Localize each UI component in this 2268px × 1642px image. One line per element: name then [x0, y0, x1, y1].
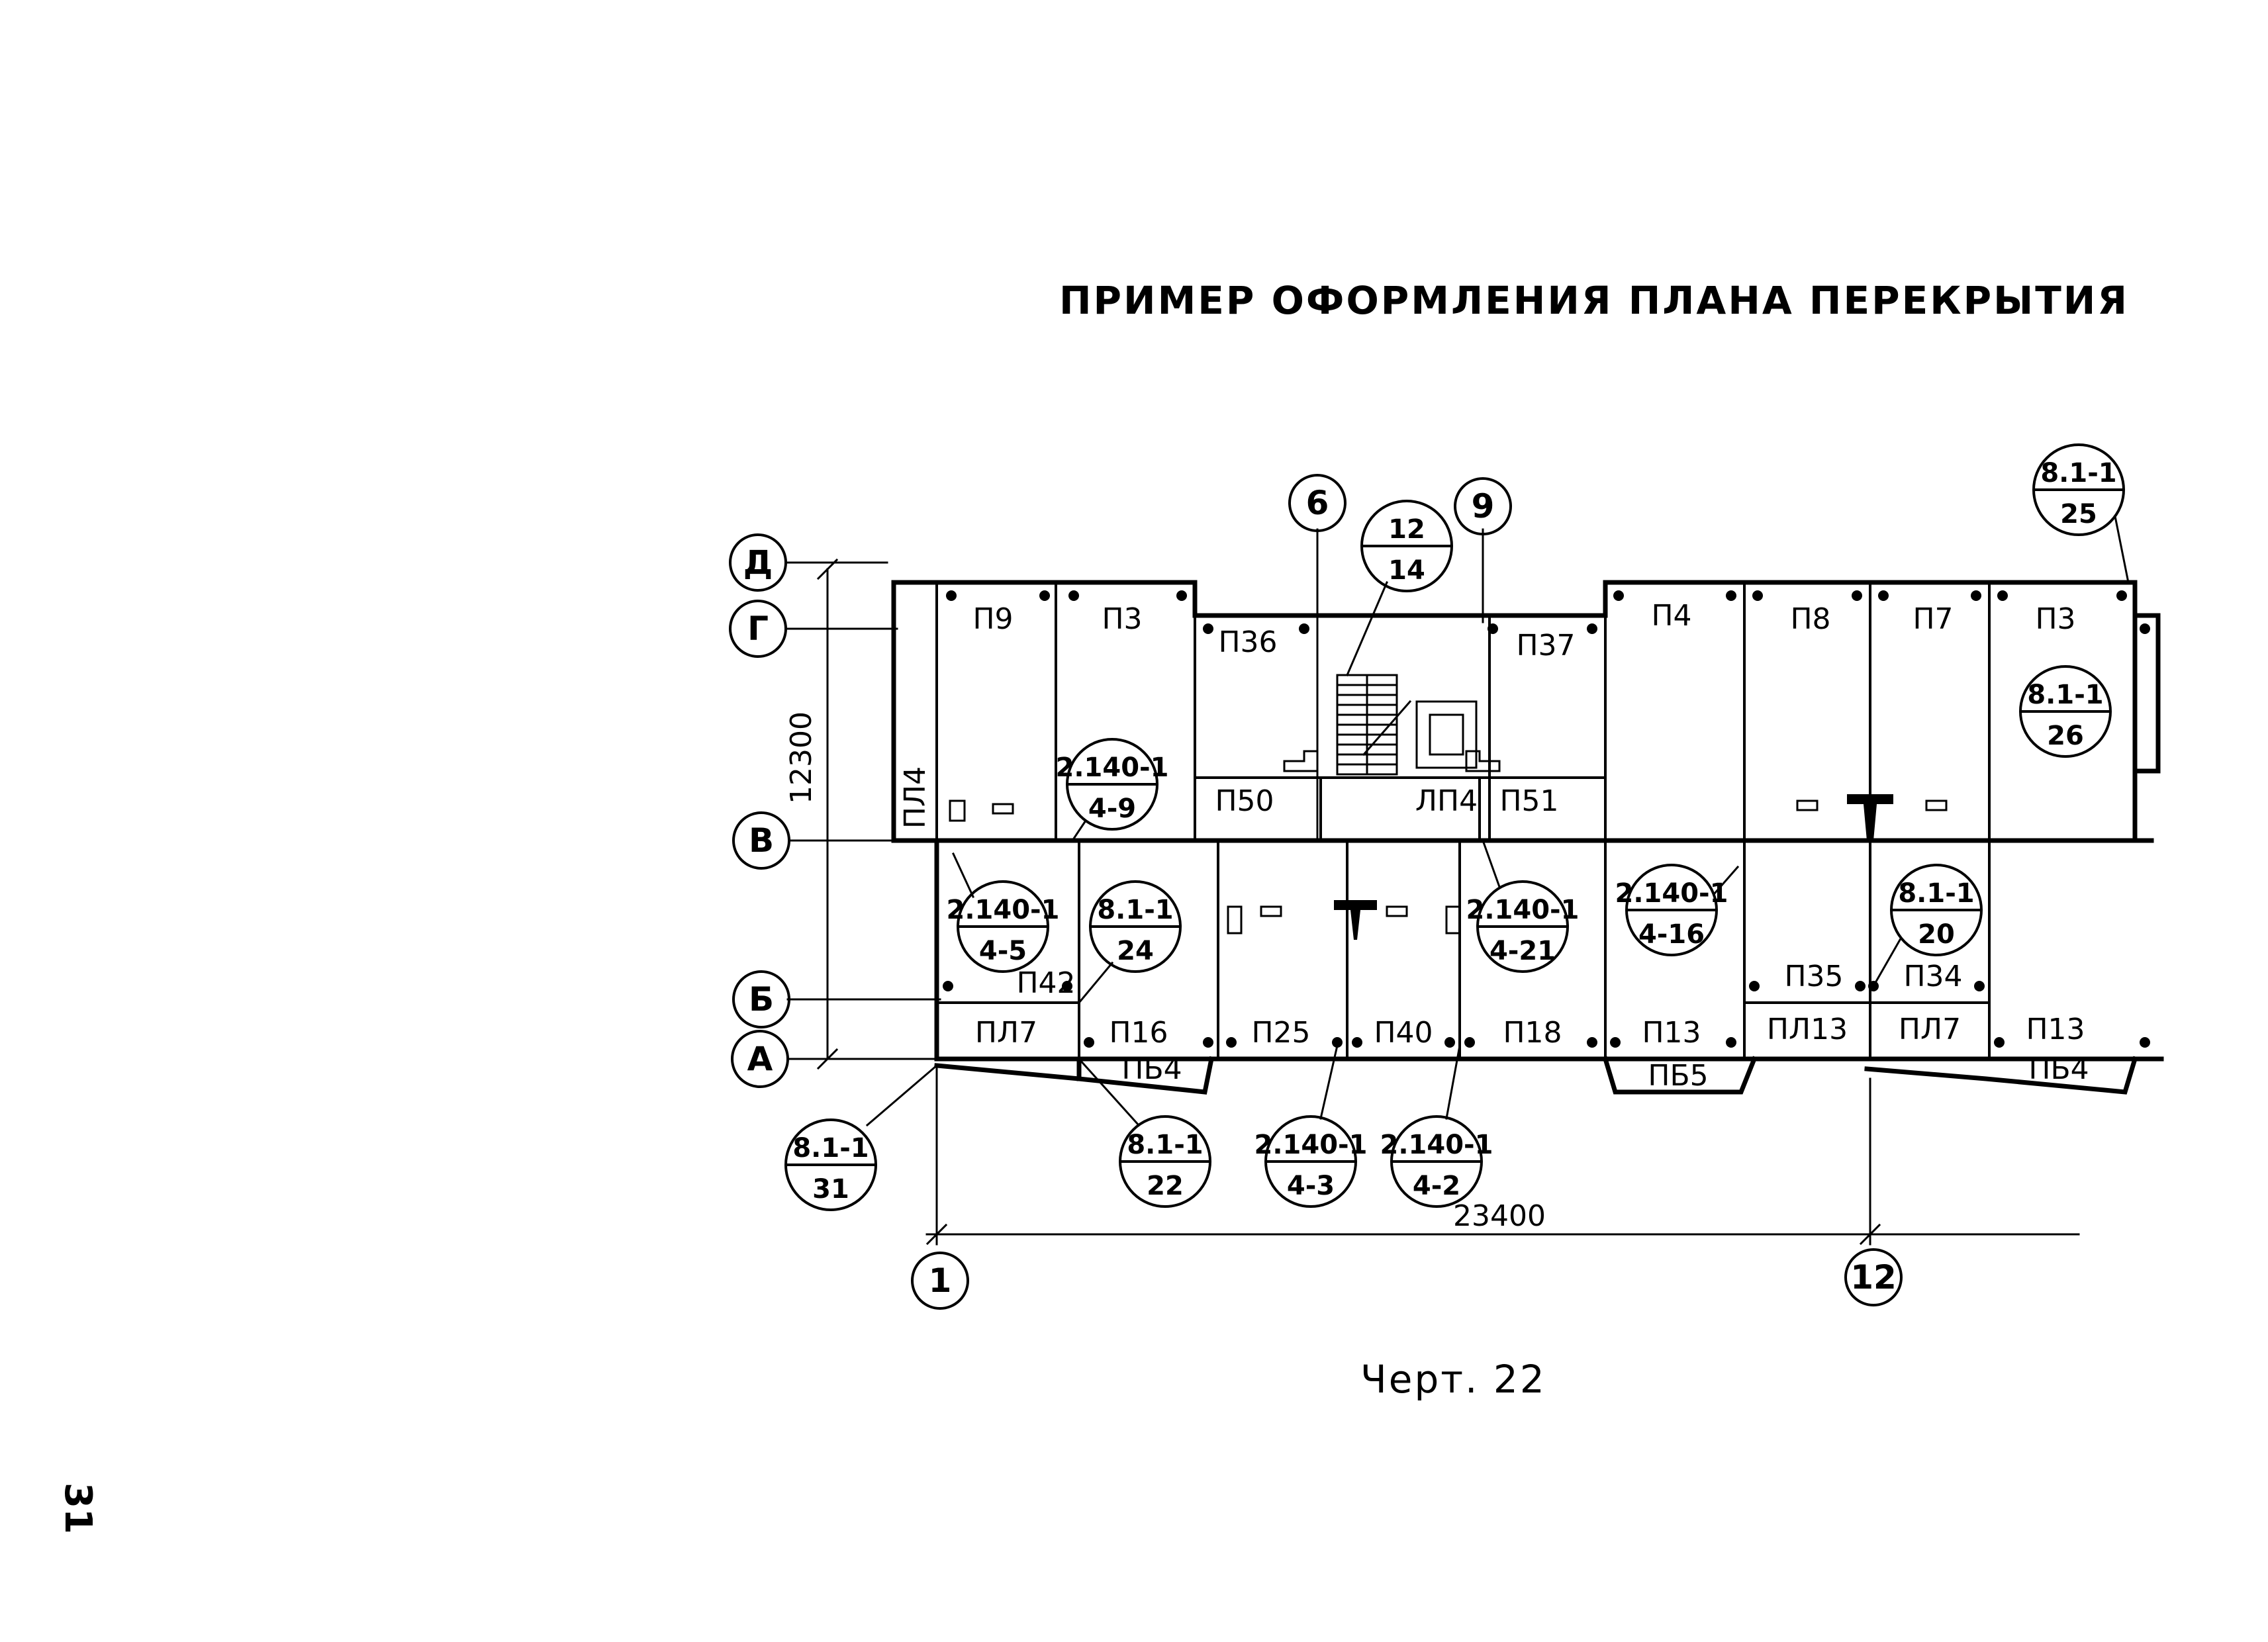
panel-label: П3	[2035, 602, 2075, 636]
column-heads	[1334, 794, 1893, 940]
ref-bottom: 26	[2047, 721, 2084, 751]
panel-label: П3	[1102, 602, 1142, 636]
ref-bottom: 14	[1388, 555, 1425, 586]
panel-label: П42	[1016, 966, 1075, 1000]
panel-label: П50	[1215, 784, 1274, 818]
ref-top: 8.1-1	[1097, 895, 1173, 925]
ref-top: 2.140-1	[1380, 1130, 1493, 1160]
stair-elevator	[1283, 674, 1501, 776]
ref-top: 2.140-1	[1056, 753, 1169, 783]
ref-bottom: 20	[1918, 919, 1955, 950]
panel-label: П7	[1913, 602, 1953, 636]
panel-label: П34	[1903, 960, 1962, 993]
grid-lines	[786, 528, 2080, 1246]
bearing-points	[943, 590, 2150, 1048]
axis-label-1: 1	[929, 1261, 952, 1300]
openings	[949, 799, 1948, 935]
ref-top: 8.1-1	[792, 1133, 869, 1163]
ref-bottom: 4-2	[1413, 1171, 1460, 1201]
ref-bottom: 22	[1147, 1171, 1184, 1201]
ref-bottom: 24	[1117, 936, 1154, 966]
panel-label: П35	[1784, 960, 1843, 993]
ref-top: 8.1-1	[1898, 878, 1974, 909]
ref-top: 2.140-1	[947, 895, 1060, 925]
drawing-title: ПРИМЕР ОФОРМЛЕНИЯ ПЛАНА ПЕРЕКРЫТИЯ	[1059, 278, 2130, 323]
ref-bottom: 4-21	[1489, 936, 1556, 966]
ref-bottom: 4-16	[1638, 919, 1705, 950]
panel-label: ПЛ13	[1767, 1013, 1848, 1046]
axis-bubbles	[729, 474, 1903, 1310]
ref-bottom: 31	[812, 1174, 849, 1205]
axis-label-a: А	[747, 1040, 773, 1078]
panel-label: П13	[2026, 1013, 2085, 1046]
panel-label: П40	[1374, 1016, 1433, 1050]
walls	[891, 580, 2164, 1095]
panel-label: П13	[1642, 1016, 1701, 1050]
panel-label: П37	[1516, 629, 1575, 662]
panel-labels: П9 П3 П36 П37 П4 П8 П7 П3 ПЛ4 П50 ЛП4 П5…	[898, 599, 2089, 1093]
panel-label: П16	[1109, 1016, 1168, 1050]
panel-label: ПЛ7	[1899, 1013, 1961, 1046]
axis-label-6: 6	[1306, 484, 1329, 522]
ref-top: 8.1-1	[1127, 1130, 1203, 1160]
panel-label: ПЛ7	[975, 1016, 1037, 1050]
axis-label-g: Г	[747, 610, 769, 648]
panel-label: П4	[1651, 599, 1691, 633]
ref-top: 2.140-1	[1466, 895, 1580, 925]
ref-bottom: 4-9	[1088, 794, 1136, 824]
axis-labels: Д Г В Б А 1 6 9 12	[743, 484, 1897, 1300]
panel-label: ПБ4	[2028, 1052, 2089, 1086]
panel-label: П18	[1503, 1016, 1562, 1050]
ref-bottom: 25	[2060, 499, 2097, 529]
reference-bubbles	[784, 443, 2125, 1211]
panel-label: ПЛ4	[898, 766, 932, 829]
ref-top: 2.140-1	[1615, 878, 1728, 909]
axis-label-d: Д	[743, 543, 773, 582]
panel-label: П25	[1251, 1016, 1310, 1050]
panel-label: ПБ5	[1648, 1059, 1708, 1093]
ref-top: 12	[1388, 514, 1425, 545]
leader-lines	[865, 515, 2130, 1127]
reference-texts: 8.1-1 25 12 14 8.1-1 26 2.140-1 4-9 2.14…	[792, 458, 2116, 1205]
panel-label: ЛП4	[1415, 784, 1478, 818]
height-dimension: 12300	[784, 711, 818, 804]
axis-label-9: 9	[1472, 487, 1495, 525]
panel-label: ПБ4	[1121, 1052, 1182, 1086]
axis-label-b: Б	[749, 980, 774, 1019]
ref-top: 8.1-1	[2027, 680, 2103, 710]
ref-bottom: 4-3	[1287, 1171, 1335, 1201]
axis-label-v: В	[749, 821, 774, 860]
ref-bottom: 4-5	[979, 936, 1027, 966]
panel-label: П36	[1218, 625, 1277, 659]
panel-label: П9	[972, 602, 1013, 636]
panel-label: П51	[1499, 784, 1558, 818]
axis-label-12: 12	[1850, 1258, 1897, 1297]
ref-top: 2.140-1	[1254, 1130, 1368, 1160]
drawing-caption: Черт. 22	[1360, 1357, 1546, 1402]
ref-top: 8.1-1	[2040, 458, 2116, 488]
width-dimension: 23400	[1453, 1199, 1546, 1233]
panel-label: П8	[1790, 602, 1830, 636]
